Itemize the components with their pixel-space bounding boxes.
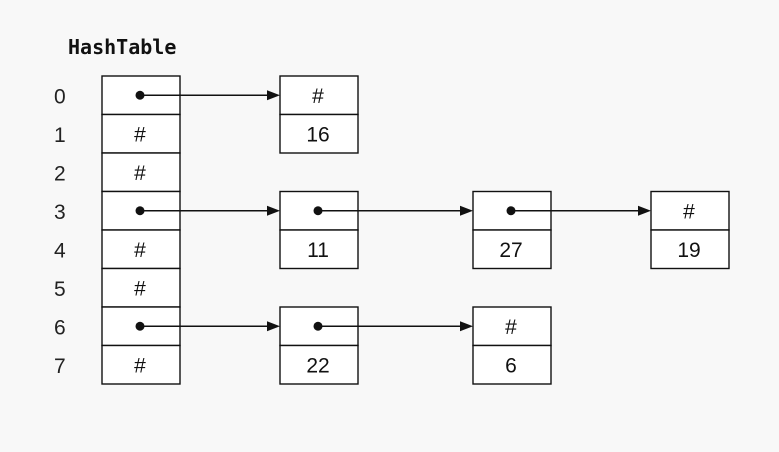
hashtable-array: # # # # # bbox=[101, 75, 181, 385]
node-value-box bbox=[472, 229, 552, 270]
index-label-7: 7 bbox=[54, 355, 66, 378]
table-slot-1-text: # bbox=[134, 123, 146, 146]
node-value-27: 27 bbox=[499, 239, 522, 262]
table-slot-2-text: # bbox=[134, 162, 146, 185]
node-value-11: 11 bbox=[307, 239, 329, 262]
list-node-19: #19 bbox=[650, 190, 730, 270]
node-value-6: 6 bbox=[505, 354, 517, 377]
arrow-node-22-arrowhead bbox=[460, 321, 473, 332]
node-next-6-text: # bbox=[505, 316, 517, 339]
pointer-arrows bbox=[140, 90, 651, 332]
index-label-5: 5 bbox=[54, 278, 66, 301]
node-value-22: 22 bbox=[306, 354, 329, 377]
index-label-6: 6 bbox=[54, 316, 66, 339]
table-slot-2: # bbox=[101, 152, 181, 193]
table-slot-4: # bbox=[101, 229, 181, 270]
index-label-0: 0 bbox=[54, 85, 66, 108]
node-next-16-text: # bbox=[312, 85, 324, 108]
list-node-27: 27 bbox=[472, 190, 552, 270]
linked-chains: #16 11 27 #19 22 #6 bbox=[279, 75, 730, 385]
node-value-box bbox=[279, 113, 359, 154]
index-label-1: 1 bbox=[54, 124, 66, 147]
table-slot-box bbox=[101, 267, 181, 308]
index-label-4: 4 bbox=[54, 239, 66, 262]
index-labels: 0 1 2 3 4 5 6 7 bbox=[54, 85, 66, 378]
table-slot-7-text: # bbox=[134, 354, 146, 377]
table-slot-5: # bbox=[101, 267, 181, 308]
node-next-19-text: # bbox=[683, 200, 695, 223]
list-node-11: 11 bbox=[279, 190, 359, 270]
table-slot-box bbox=[101, 152, 181, 193]
table-slot-box bbox=[101, 344, 181, 385]
node-value-16: 16 bbox=[306, 123, 329, 146]
list-node-22: 22 bbox=[279, 306, 359, 385]
table-slot-1: # bbox=[101, 113, 181, 154]
table-slot-4-text: # bbox=[134, 239, 146, 262]
node-value-box bbox=[279, 344, 359, 385]
node-next-box bbox=[650, 190, 730, 231]
list-node-16: #16 bbox=[279, 75, 359, 154]
list-node-6: #6 bbox=[472, 306, 552, 385]
arrow-node-27-arrowhead bbox=[638, 205, 651, 216]
arrow-slot-3-arrowhead bbox=[267, 205, 280, 216]
node-value-box bbox=[472, 344, 552, 385]
node-value-19: 19 bbox=[677, 239, 700, 262]
table-slot-7: # bbox=[101, 344, 181, 385]
index-label-2: 2 bbox=[54, 162, 66, 185]
table-slot-5-text: # bbox=[134, 277, 146, 300]
index-label-3: 3 bbox=[54, 201, 66, 224]
arrow-slot-0-arrowhead bbox=[267, 90, 280, 101]
hashtable-title: HashTable bbox=[68, 35, 176, 59]
node-value-box bbox=[279, 229, 359, 270]
arrow-slot-6-arrowhead bbox=[267, 321, 280, 332]
arrow-node-11-arrowhead bbox=[460, 205, 473, 216]
node-value-box bbox=[650, 229, 730, 270]
